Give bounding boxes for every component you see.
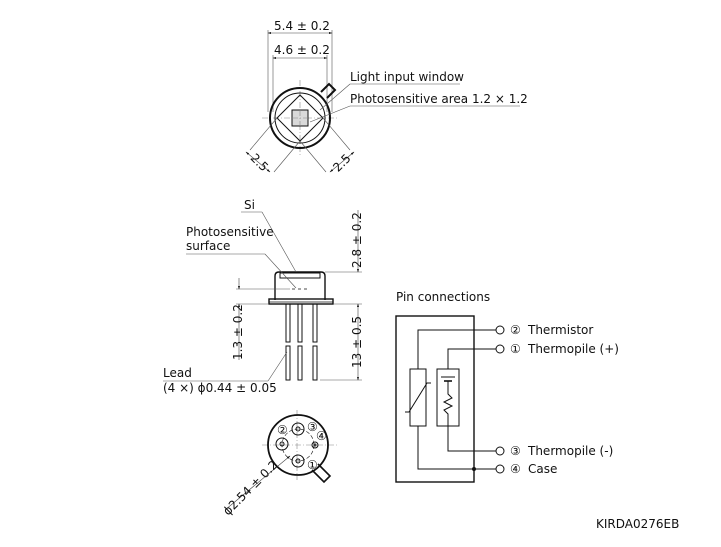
pin-label-thermopile-minus: Thermopile (-) — [527, 444, 613, 458]
label-light-input-window: Light input window — [350, 70, 464, 84]
dim-height: 2.8 ± 0.2 — [350, 212, 364, 268]
side-view: Si Photosensitive surface 2.8 ± 0.2 13 ±… — [163, 198, 364, 395]
bottom-pin-2-label: ② — [277, 423, 288, 437]
pin-label-thermopile-plus: Thermopile (+) — [527, 342, 619, 356]
bottom-view: ② ③ ④ ① ϕ2.54 ± 0.2 — [220, 410, 338, 518]
dim-surface-depth: 1.3 ± 0.2 — [231, 304, 245, 360]
light-input-window — [274, 92, 326, 144]
label-si: Si — [244, 198, 255, 212]
label-photosensitive-area: Photosensitive area 1.2 × 1.2 — [350, 92, 528, 106]
can-outline — [269, 87, 331, 149]
pin-label-thermistor: Thermistor — [527, 323, 593, 337]
label-lead-line2: (4 ×) ϕ0.44 ± 0.05 — [163, 381, 277, 395]
pin-connections-title: Pin connections — [396, 290, 490, 304]
bottom-pin-1-label: ① — [307, 458, 318, 472]
dim-right-diagonal: 2.5 — [330, 151, 353, 174]
pin-connections: Pin connections ② Thermistor ① Thermopil… — [395, 290, 619, 483]
pin-number-4: ④ — [510, 462, 521, 476]
dim-inner-diameter: 4.6 ± 0.2 — [274, 43, 330, 57]
drawing-code: KIRDA0276EB — [596, 517, 679, 531]
label-lead-line1: Lead — [163, 366, 192, 380]
dim-outer-diameter: 5.4 ± 0.2 — [274, 19, 330, 33]
pin-number-3: ③ — [510, 444, 521, 458]
silicon-window — [279, 272, 321, 279]
dim-left-diagonal: 2.5 — [248, 151, 271, 174]
label-surface-line2: surface — [186, 239, 230, 253]
pin-number-1: ① — [510, 342, 521, 356]
pin-number-2: ② — [510, 323, 521, 337]
top-view: 5.4 ± 0.2 4.6 ± 0.2 Light input window P… — [245, 19, 528, 175]
label-surface-line1: Photosensitive — [186, 225, 274, 239]
pin-label-case: Case — [528, 462, 557, 476]
bottom-pin-4-label: ④ — [316, 429, 327, 443]
dim-lead-length: 13 ± 0.5 — [350, 316, 364, 368]
dim-pin-circle: ϕ2.54 ± 0.2 — [220, 458, 280, 518]
bottom-pin-3-label: ③ — [307, 420, 318, 434]
